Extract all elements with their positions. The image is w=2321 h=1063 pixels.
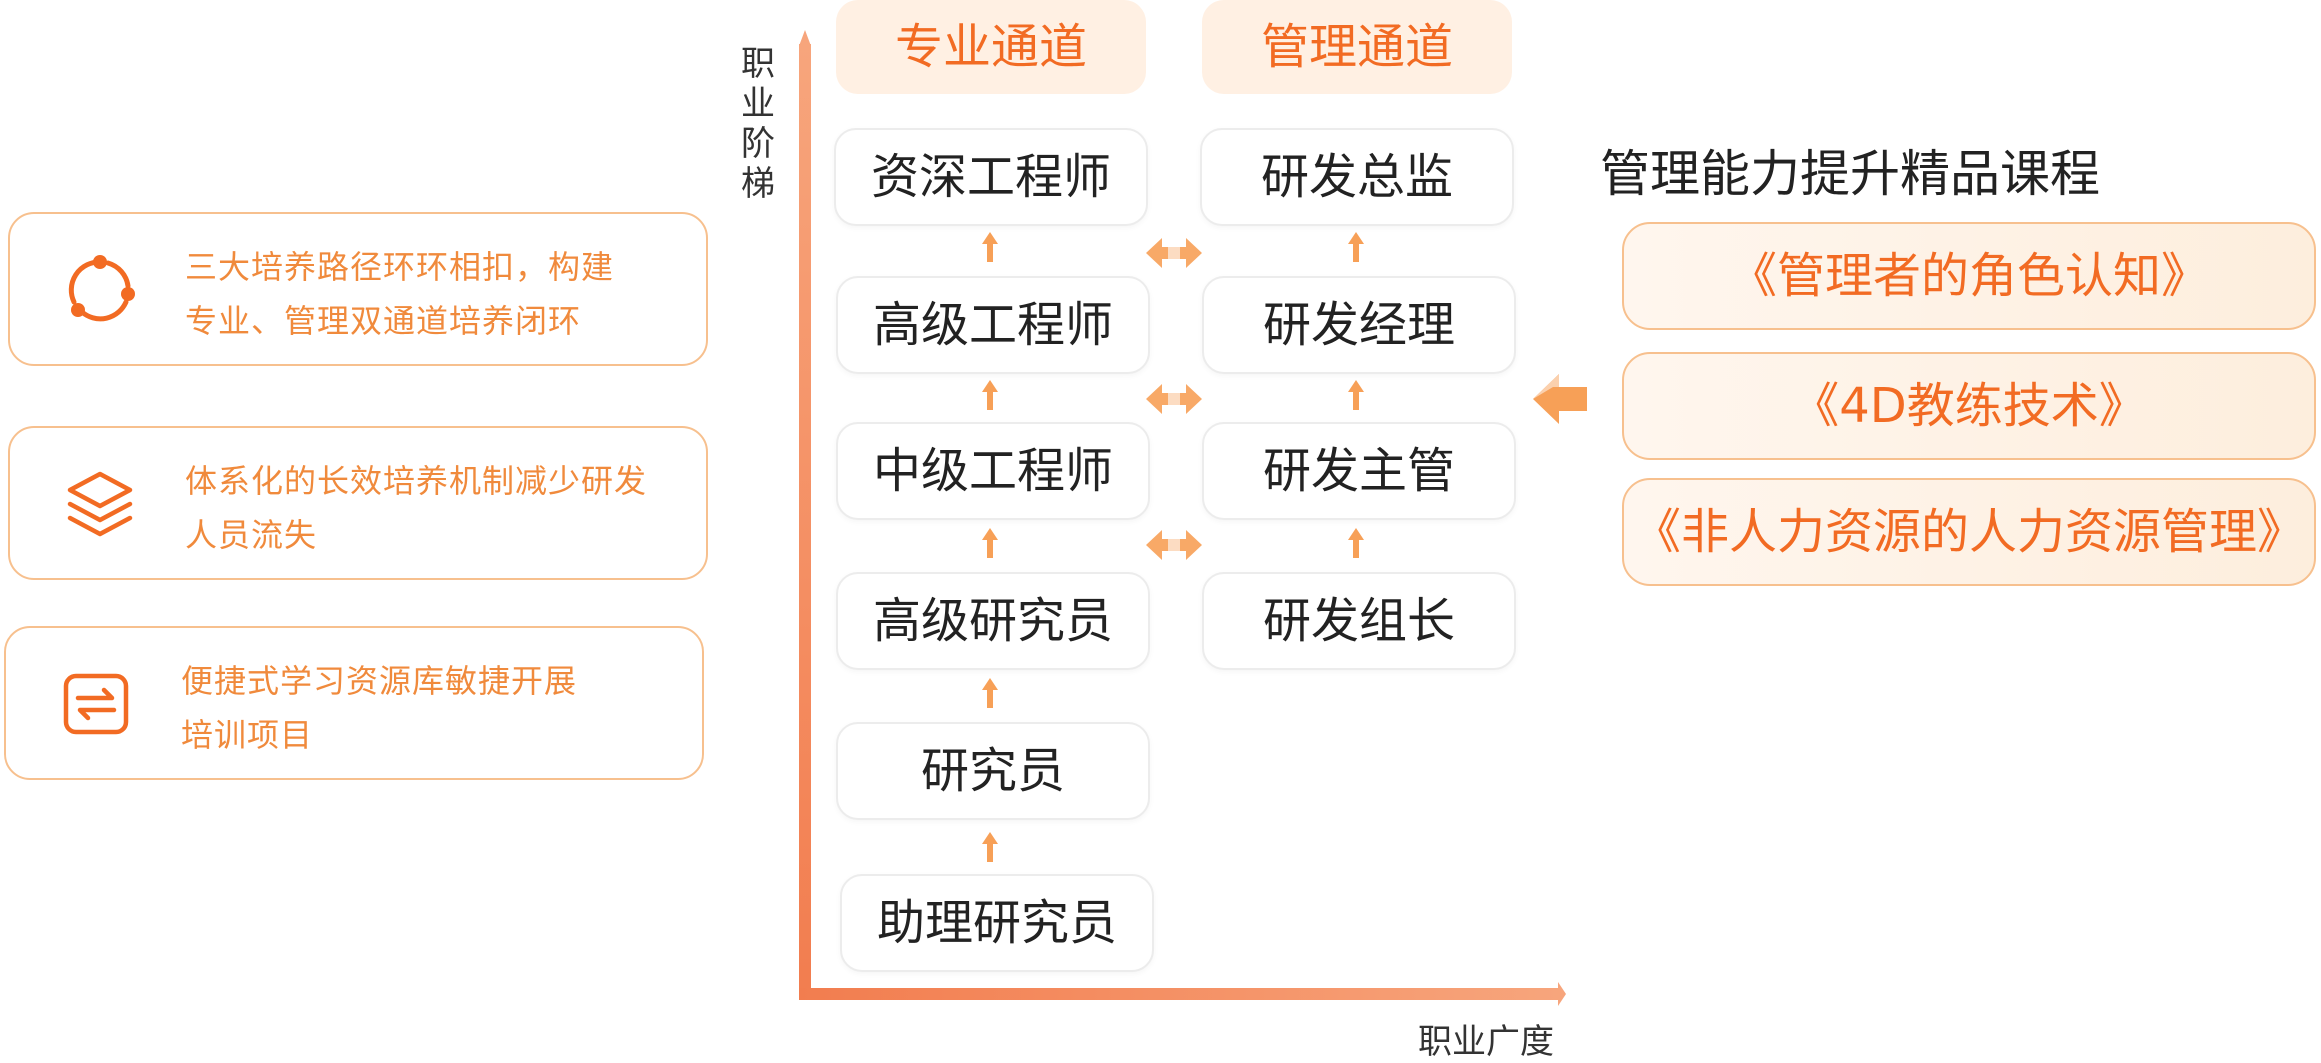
- swap-icon: [63, 673, 129, 735]
- up-arrow-icon: [1348, 528, 1364, 558]
- professional-level-5: 研究员: [836, 722, 1150, 820]
- double-arrow-icon: [1146, 530, 1202, 560]
- feature-card-retention: 体系化的长效培养机制减少研发 人员流失: [8, 426, 708, 580]
- y-axis-char: 阶: [741, 124, 775, 164]
- feature-line: 体系化的长效培养机制减少研发: [185, 462, 648, 500]
- professional-level-6: 助理研究员: [840, 874, 1154, 972]
- management-channel-header: 管理通道: [1202, 0, 1512, 94]
- professional-channel-header: 专业通道: [836, 0, 1146, 94]
- feature-line: 专业、管理双通道培养闭环: [185, 302, 582, 340]
- feature-card-closed-loop: 三大培养路径环环相扣，构建 专业、管理双通道培养闭环: [8, 212, 708, 366]
- up-arrow-icon: [1348, 232, 1364, 262]
- layers-icon: [67, 471, 133, 537]
- professional-level-1: 资深工程师: [834, 128, 1148, 226]
- management-level-3: 研发主管: [1202, 422, 1516, 520]
- feature-text: 便捷式学习资源库敏捷开展 培训项目: [181, 654, 691, 762]
- cycle-icon: [68, 255, 135, 322]
- feature-card-resources: 便捷式学习资源库敏捷开展 培训项目: [4, 626, 704, 780]
- up-arrow-icon: [982, 380, 998, 410]
- y-axis-char: 梯: [741, 164, 775, 204]
- up-arrow-icon: [982, 678, 998, 708]
- professional-level-4: 高级研究员: [836, 572, 1150, 670]
- y-axis-arrowhead: [799, 30, 811, 46]
- double-arrow-icon: [1146, 384, 1202, 414]
- feature-text: 体系化的长效培养机制减少研发 人员流失: [185, 454, 695, 562]
- x-axis-label: 职业广度: [1418, 1022, 1554, 1062]
- feature-line: 三大培养路径环环相扣，构建: [185, 248, 615, 286]
- up-arrow-icon: [982, 232, 998, 262]
- y-axis-line: [799, 44, 811, 1000]
- course-item: 《4D教练技术》: [1622, 352, 2316, 460]
- up-arrow-icon: [1348, 380, 1364, 410]
- x-axis-line: [799, 988, 1559, 1000]
- y-axis-label: 职 业 阶 梯: [738, 44, 778, 204]
- left-arrow-icon: [1533, 374, 1587, 424]
- feature-line: 人员流失: [185, 516, 318, 554]
- course-item: 《非人力资源的人力资源管理》: [1622, 478, 2316, 586]
- professional-level-2: 高级工程师: [836, 276, 1150, 374]
- feature-text: 三大培养路径环环相扣，构建 专业、管理双通道培养闭环: [185, 240, 695, 348]
- double-arrow-icon: [1146, 238, 1202, 268]
- y-axis-char: 职: [741, 44, 775, 84]
- professional-level-3: 中级工程师: [836, 422, 1150, 520]
- y-axis-char: 业: [741, 84, 775, 124]
- management-level-1: 研发总监: [1200, 128, 1514, 226]
- courses-title: 管理能力提升精品课程: [1600, 145, 2100, 203]
- course-item: 《管理者的角色认知》: [1622, 222, 2316, 330]
- up-arrow-icon: [982, 528, 998, 558]
- x-axis-arrowhead: [1558, 982, 1566, 1006]
- management-level-4: 研发组长: [1202, 572, 1516, 670]
- up-arrow-icon: [982, 832, 998, 862]
- management-level-2: 研发经理: [1202, 276, 1516, 374]
- feature-line: 培训项目: [181, 716, 314, 754]
- feature-line: 便捷式学习资源库敏捷开展: [181, 662, 578, 700]
